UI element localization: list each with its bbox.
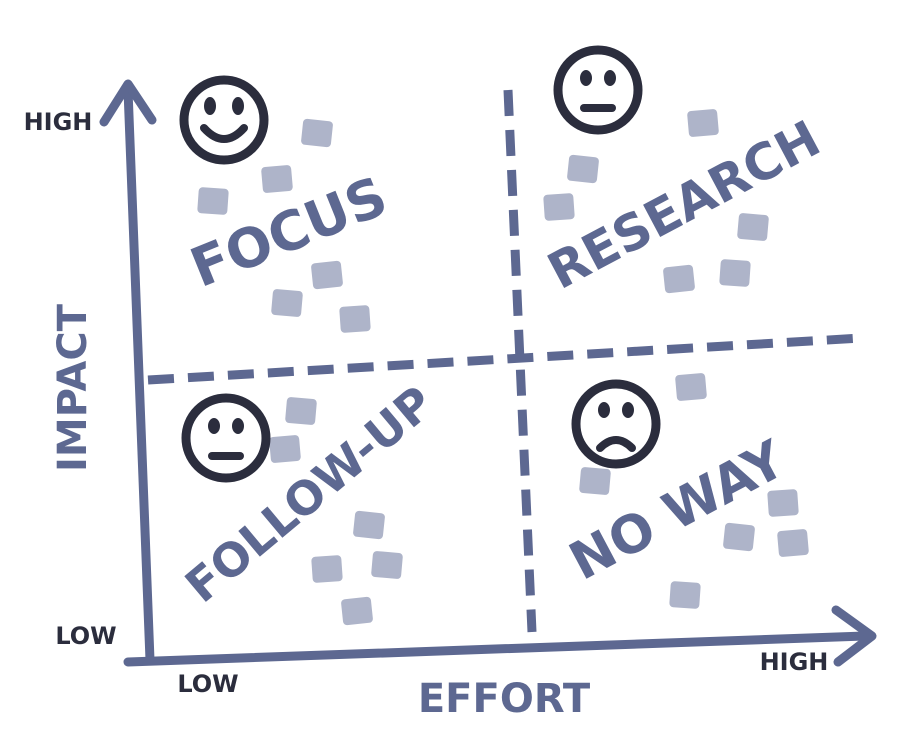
x-axis-low-label: LOW xyxy=(177,670,238,698)
sticky-note xyxy=(341,596,373,626)
sticky-note xyxy=(777,529,809,557)
y-axis-high-label: HIGH xyxy=(24,108,93,136)
sticky-note xyxy=(353,510,385,540)
sticky-note xyxy=(737,213,769,241)
quadrant-dividers xyxy=(147,89,863,633)
happy-face-icon xyxy=(179,75,269,165)
sad-face-icon xyxy=(571,379,661,469)
sticky-note xyxy=(197,187,229,215)
y-axis-line xyxy=(123,85,155,665)
sticky-note xyxy=(669,581,701,609)
sticky-note xyxy=(371,551,403,579)
x-axis-high-label: HIGH xyxy=(760,648,829,676)
y-axis-low-label: LOW xyxy=(55,622,116,650)
sticky-notes xyxy=(197,109,809,626)
horizontal-divider xyxy=(147,333,863,385)
sticky-note xyxy=(261,165,293,193)
sticky-note xyxy=(543,193,575,221)
axes xyxy=(99,79,877,667)
sticky-note xyxy=(723,522,755,552)
sticky-note xyxy=(579,467,611,495)
y-axis-arrowhead xyxy=(99,79,157,127)
x-axis-line xyxy=(123,631,870,667)
neutral-face-icon xyxy=(181,393,271,483)
sticky-note xyxy=(663,264,695,294)
sticky-note xyxy=(567,154,599,184)
sticky-note xyxy=(339,305,371,333)
sticky-note xyxy=(285,397,317,425)
sticky-note xyxy=(269,435,301,463)
neutral-face-icon xyxy=(553,45,643,135)
vertical-divider xyxy=(503,89,537,633)
x-axis-title: EFFORT xyxy=(418,676,591,722)
sticky-note xyxy=(687,109,719,137)
y-axis-title: IMPACT xyxy=(50,303,96,472)
sticky-note xyxy=(311,555,343,583)
sticky-note xyxy=(301,118,333,148)
sticky-note xyxy=(767,489,799,517)
sticky-note xyxy=(675,373,707,401)
sticky-note xyxy=(719,259,751,287)
sticky-note xyxy=(271,289,303,317)
sticky-note xyxy=(311,260,343,290)
x-axis-arrowhead xyxy=(831,605,877,667)
